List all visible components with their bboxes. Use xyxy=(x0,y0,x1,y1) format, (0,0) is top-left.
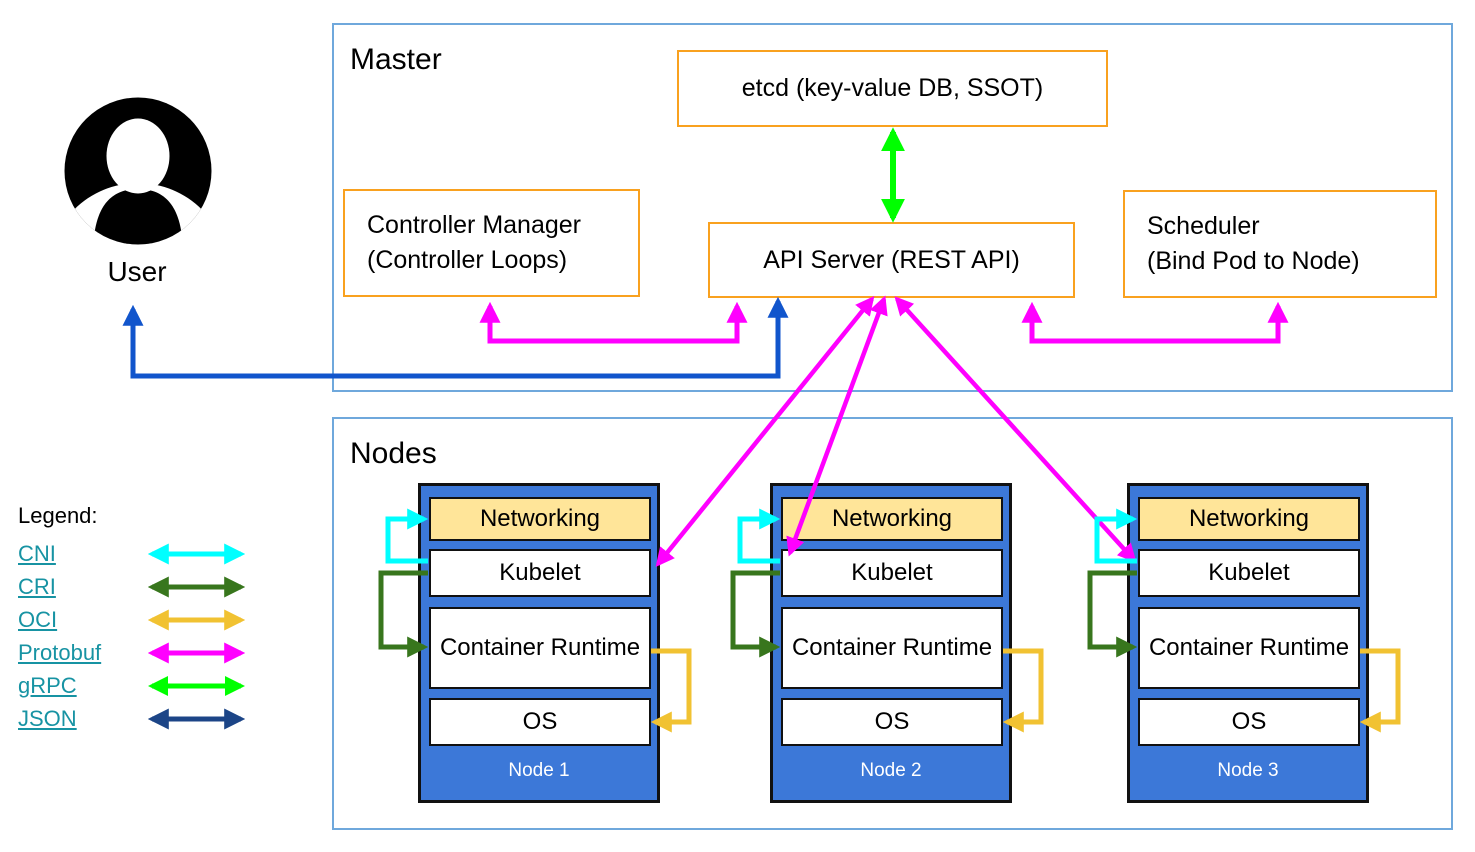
node-2: Networking Kubelet Container Runtime OS … xyxy=(770,483,1012,803)
controller-manager-box: Controller Manager (Controller Loops) xyxy=(343,189,640,297)
node1-label: Node 1 xyxy=(508,760,570,781)
nodes-label: Nodes xyxy=(350,437,437,470)
node1-os-box: OS xyxy=(429,698,651,746)
legend-title: Legend: xyxy=(18,503,98,528)
scheduler-line1: Scheduler xyxy=(1147,212,1260,240)
controller-manager-line2: (Controller Loops) xyxy=(367,246,568,274)
node1-container-runtime-box: Container Runtime xyxy=(429,607,651,689)
legend-link-oci[interactable]: OCI xyxy=(18,607,58,632)
user-label: User xyxy=(107,256,167,287)
node3-label: Node 3 xyxy=(1217,760,1279,781)
legend-link-protobuf[interactable]: Protobuf xyxy=(18,640,102,665)
scheduler-line2: (Bind Pod to Node) xyxy=(1147,247,1360,275)
node3-os-box: OS xyxy=(1138,698,1360,746)
node1-networking-box: Networking xyxy=(429,497,651,541)
node-1: Networking Kubelet Container Runtime OS … xyxy=(418,483,660,803)
nodes-box: Nodes xyxy=(332,417,1453,830)
scheduler-box: Scheduler (Bind Pod to Node) xyxy=(1123,190,1437,298)
node1-kubelet-box: Kubelet xyxy=(429,549,651,597)
api-server-label: API Server (REST API) xyxy=(763,245,1020,274)
legend-link-cni[interactable]: CNI xyxy=(18,541,56,566)
node2-container-runtime-box: Container Runtime xyxy=(781,607,1003,689)
user-icon xyxy=(64,97,212,245)
master-box: Master xyxy=(332,23,1453,392)
api-server-box: API Server (REST API) xyxy=(708,222,1075,298)
node-3: Networking Kubelet Container Runtime OS … xyxy=(1127,483,1369,803)
legend-link-cri[interactable]: CRI xyxy=(18,574,56,599)
node2-kubelet-box: Kubelet xyxy=(781,549,1003,597)
node2-label: Node 2 xyxy=(860,760,922,781)
legend-link-json[interactable]: JSON xyxy=(18,706,77,731)
master-label: Master xyxy=(350,43,442,76)
node3-networking-box: Networking xyxy=(1138,497,1360,541)
controller-manager-line1: Controller Manager xyxy=(367,211,581,239)
node3-container-runtime-box: Container Runtime xyxy=(1138,607,1360,689)
node3-kubelet-box: Kubelet xyxy=(1138,549,1360,597)
node2-os-box: OS xyxy=(781,698,1003,746)
etcd-box: etcd (key-value DB, SSOT) xyxy=(677,50,1108,127)
legend-link-grpc[interactable]: gRPC xyxy=(18,673,77,698)
node2-networking-box: Networking xyxy=(781,497,1003,541)
etcd-label: etcd (key-value DB, SSOT) xyxy=(741,74,1044,102)
